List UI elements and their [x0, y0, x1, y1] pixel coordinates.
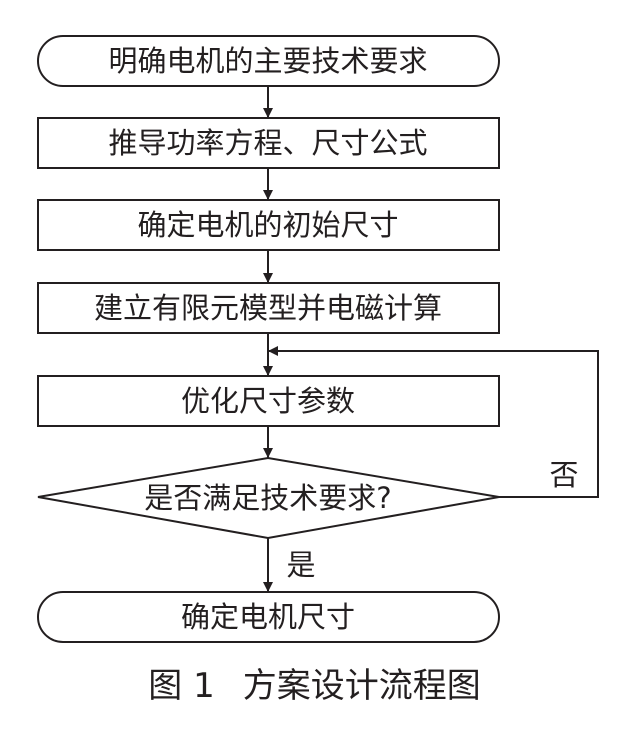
yes-branch-label: 是: [286, 548, 315, 582]
decision-label: 是否满足技术要求?: [144, 481, 391, 515]
figure-title: 方案设计流程图: [242, 666, 481, 706]
process-box-derive-equations: [37, 117, 500, 169]
optimize-label: 优化尺寸参数: [181, 384, 355, 418]
initial-size-label: 确定电机的初始尺寸: [137, 208, 398, 242]
derive-equations-label: 推导功率方程、尺寸公式: [108, 126, 427, 160]
process-box-fem-model: [37, 282, 500, 334]
no-branch-label: 否: [549, 458, 578, 492]
loop-back-arrow-no: [268, 346, 599, 498]
start-label: 明确电机的主要技术要求: [108, 44, 427, 78]
figure-caption: 图 1 方案设计流程图: [0, 656, 629, 716]
fem-model-label: 建立有限元模型并电磁计算: [94, 291, 442, 325]
figure-number: 图 1: [148, 666, 215, 706]
end-label: 确定电机尺寸: [181, 600, 355, 634]
flowchart-diagram: 明确电机的主要技术要求 推导功率方程、尺寸公式 确定电机的初始尺寸 建立有限元模…: [37, 35, 599, 643]
